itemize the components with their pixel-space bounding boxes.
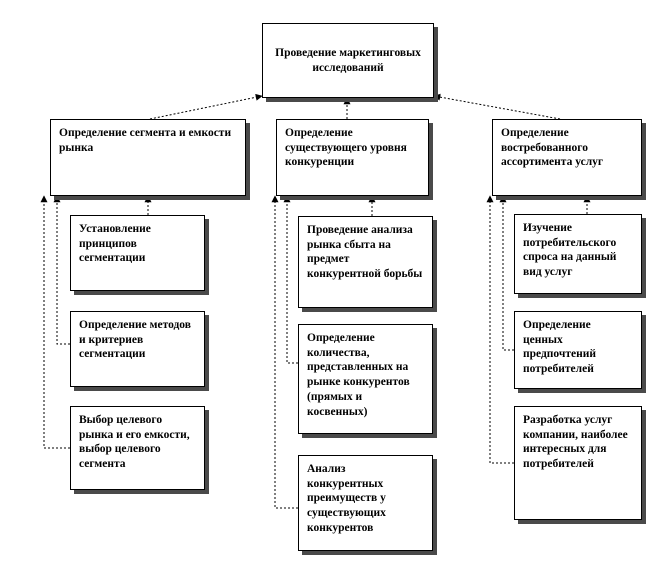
column-1-item-2: Определение методов и критериев сегмента… xyxy=(70,311,205,387)
column-3-item-1-label: Изучение потребительского спроса на данн… xyxy=(523,222,617,279)
column-3-item-3: Разработка услуг компании, наиболее инте… xyxy=(514,406,642,520)
column-1-item-1: Установление принципов сегментации xyxy=(70,215,205,291)
column-1-item-2-label: Определение методов и критериев сегмента… xyxy=(79,319,191,361)
column-3-item-1: Изучение потребительского спроса на данн… xyxy=(514,214,642,294)
column-3-header: Определение востребованного ассортимента… xyxy=(492,119,642,196)
column-1-item-1-label: Установление принципов сегментации xyxy=(79,223,151,265)
column-3-header-label: Определение востребованного ассортимента… xyxy=(501,127,604,169)
arrow-c1-i2 xyxy=(53,195,70,345)
arrow-col3-root xyxy=(433,93,561,120)
column-3-item-3-label: Разработка услуг компании, наиболее инте… xyxy=(523,414,628,471)
column-1-header: Определение сегмента и емкости рынка xyxy=(50,119,246,196)
column-2-item-2: Определение количества, представленных н… xyxy=(298,324,433,434)
column-2-item-1: Проведение анализа рынка сбыта на предме… xyxy=(298,216,433,308)
column-2-item-3-label: Анализ конкурентных преимуществ у сущест… xyxy=(307,463,386,534)
root-label: Проведение маркетинговых исследований xyxy=(275,46,421,74)
arrow-col1-root xyxy=(149,93,263,120)
column-2-item-2-label: Определение количества, представленных н… xyxy=(307,332,410,418)
arrow-c2-i2 xyxy=(283,195,298,364)
column-2-header-label: Определение существующего уровня конкуре… xyxy=(285,127,407,169)
column-1-item-3-label: Выбор целевого рынка и его емкости, выбо… xyxy=(79,414,190,471)
column-1-item-3: Выбор целевого рынка и его емкости, выбо… xyxy=(70,406,205,490)
column-3-item-2: Определение ценных предпочтений потребит… xyxy=(514,311,642,389)
column-2-item-1-label: Проведение анализа рынка сбыта на предме… xyxy=(307,224,423,281)
arrow-c1-i3 xyxy=(40,195,70,449)
arrow-c3-i3 xyxy=(486,195,514,464)
arrow-c3-i2 xyxy=(499,195,514,351)
column-2-item-3: Анализ конкурентных преимуществ у сущест… xyxy=(298,455,433,551)
column-3-item-2-label: Определение ценных предпочтений потребит… xyxy=(523,319,596,376)
root-box: Проведение маркетинговых исследований xyxy=(262,23,434,98)
column-2-header: Определение существующего уровня конкуре… xyxy=(276,119,429,196)
column-1-header-label: Определение сегмента и емкости рынка xyxy=(59,127,232,154)
